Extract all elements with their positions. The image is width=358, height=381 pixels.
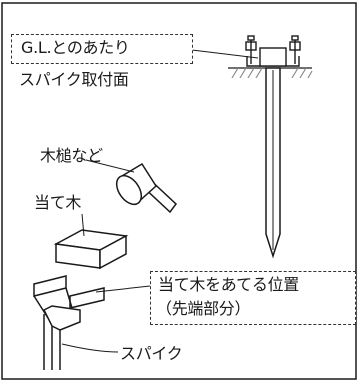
gl-leader <box>191 49 259 59</box>
gl-contact-box <box>11 34 193 64</box>
mallet-icon <box>115 162 178 214</box>
contact-point-box <box>150 271 356 325</box>
spike-label-leader <box>61 343 119 353</box>
contact-point-label-line2: （先端部分） <box>156 299 251 318</box>
spike-label: スパイク <box>120 344 183 363</box>
contact-point-leader <box>95 285 151 293</box>
wood-block-leader <box>81 213 85 237</box>
mallet-label: 木槌など <box>40 146 103 165</box>
wood-block-label: 当て木 <box>34 193 82 212</box>
contact-point-label-line1: 当て木をあてる位置 <box>158 275 299 294</box>
mallet-leader <box>85 159 135 173</box>
mounting-bracket <box>245 35 301 67</box>
spike-top-detail <box>33 275 105 370</box>
spike-stake <box>265 67 281 259</box>
spike-mount-face-label: スパイク取付面 <box>19 70 129 89</box>
wood-block-icon <box>53 229 129 270</box>
gl-contact-label: G.L.とのあたり <box>21 38 130 57</box>
